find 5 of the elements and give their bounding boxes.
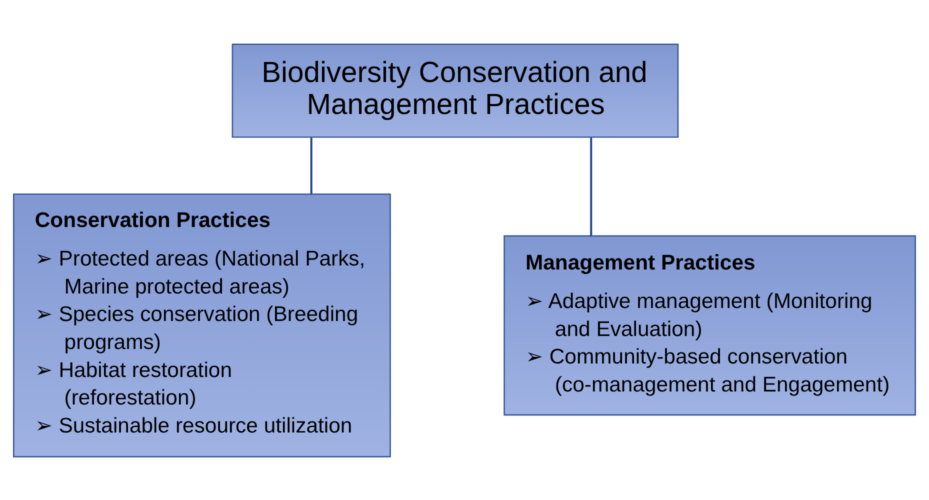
node-box: Management Practices ➢ Adaptive management (Monitoring and Evaluation) ➢ Community-based conservation (co-management and Engagement) [504, 234, 916, 416]
connector [310, 137, 312, 194]
connector [590, 137, 592, 236]
node-box: Conservation Practices ➢ Protected areas (National Parks, Marine protected areas) ➢ Species conservation (Breeding programs) ➢ Habitat restoration (reforestation) ➢ Sustainable resource utilization [13, 192, 391, 457]
node-box: Biodiversity Conservation and Management Practices [232, 43, 679, 138]
